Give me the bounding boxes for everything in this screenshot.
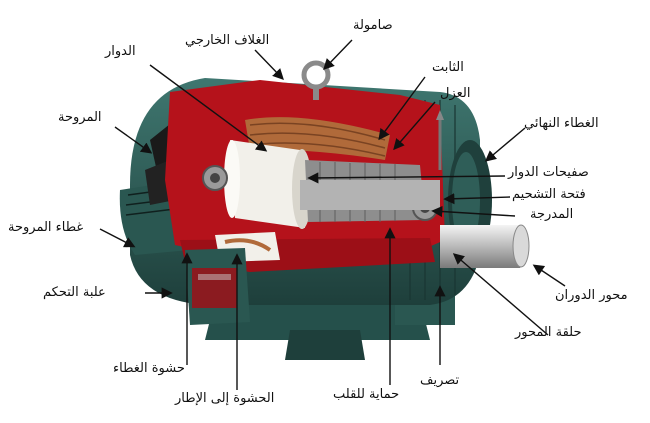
label-grease-opening: فتحة التشحيم	[512, 187, 586, 202]
lifting-eye-icon	[301, 60, 331, 100]
arrow-icon	[99, 228, 136, 248]
arrow-icon	[114, 126, 153, 154]
label-stator: الثابت	[432, 60, 464, 75]
grease-fitting	[436, 110, 444, 170]
arrow-icon	[378, 76, 426, 141]
rotor-core	[224, 140, 312, 229]
label-core-protection: حماية للقلب	[333, 387, 400, 402]
arrow-icon	[254, 49, 284, 81]
leader-lines	[99, 39, 566, 390]
arrow-icon	[393, 101, 436, 151]
label-rotor: الدوار	[105, 44, 136, 59]
control-box	[185, 248, 250, 325]
label-shaft-ring: حلقة المحور	[515, 325, 582, 340]
label-fan: المروحة	[58, 110, 102, 125]
label-frame-gasket: الحشوة إلى الإطار	[175, 391, 275, 406]
label-insulation: العزل	[440, 86, 471, 101]
label-fan-cover: غطاء المروحة	[8, 220, 84, 235]
arrow-icon	[307, 172, 506, 184]
label-outer-housing: الغلاف الخارجي	[185, 33, 270, 48]
label-rotor-laminations: صفيحات الدوار	[508, 165, 589, 180]
label-shaft: محور الدوران	[555, 288, 628, 303]
arrow-icon	[484, 127, 526, 162]
arrow-icon	[323, 39, 353, 71]
arrow-icon	[443, 193, 511, 205]
label-end-cover: الغطاء النهائي	[524, 116, 599, 131]
arrow-icon	[532, 264, 566, 287]
label-drain: تصريف	[420, 373, 460, 388]
label-control-box: علبة التحكم	[43, 285, 106, 300]
arrow-icon	[431, 205, 516, 218]
arrow-icon	[452, 253, 549, 336]
label-lifting-eye: صامولة	[353, 18, 393, 33]
label-cover-gasket: حشوة الغطاء	[113, 361, 185, 376]
label-bearing: المدرجة	[530, 207, 574, 222]
arrow-icon	[149, 64, 268, 152]
